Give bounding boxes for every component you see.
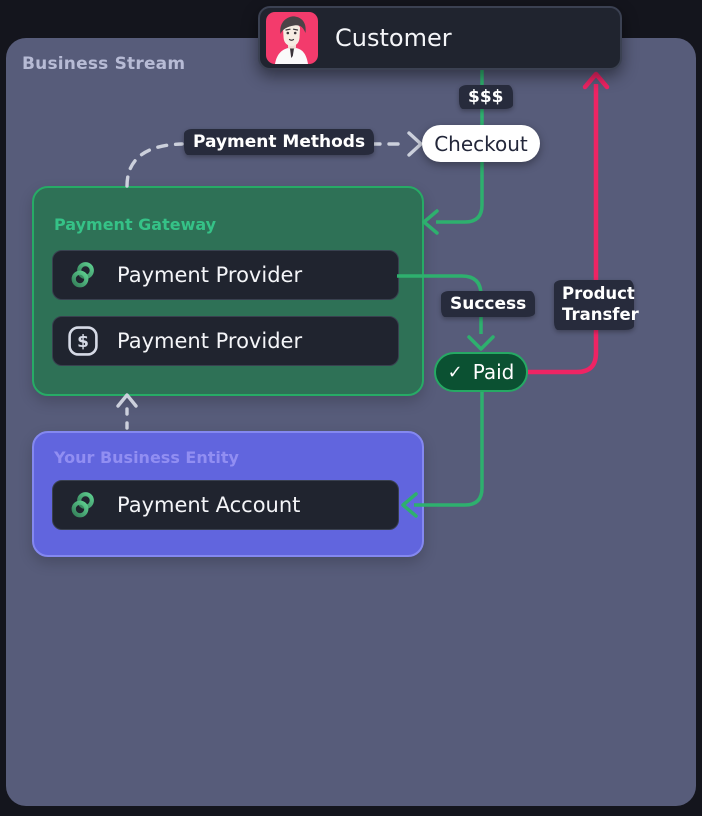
success-label: Success bbox=[441, 291, 536, 317]
panel-title: Business Stream bbox=[22, 54, 186, 74]
check-icon: ✓ bbox=[447, 361, 463, 383]
payment-provider-node: $ Payment Provider bbox=[52, 316, 399, 366]
payment-gateway-title: Payment Gateway bbox=[54, 215, 217, 234]
paid-label: Paid bbox=[472, 360, 515, 384]
payment-provider-label: Payment Provider bbox=[117, 263, 303, 287]
dollar-icon: $ bbox=[66, 324, 100, 358]
payment-provider-node: Payment Provider bbox=[52, 250, 399, 300]
paid-node: ✓ Paid bbox=[434, 352, 528, 392]
payment-methods-label: Payment Methods bbox=[184, 129, 375, 155]
payment-gateway-group: Payment Gateway Payment Provider bbox=[32, 186, 424, 396]
customer-node: Customer bbox=[258, 6, 622, 70]
payment-provider-label: Payment Provider bbox=[117, 329, 303, 353]
customer-label: Customer bbox=[335, 24, 452, 52]
business-entity-title: Your Business Entity bbox=[54, 448, 239, 467]
money-label: $$$ bbox=[459, 85, 513, 109]
payment-provider-logo-icon bbox=[66, 258, 100, 292]
product-transfer-label: Product Transfer bbox=[554, 280, 639, 330]
customer-avatar bbox=[266, 12, 318, 64]
business-entity-group: Your Business Entity Payment Account bbox=[32, 431, 424, 557]
payment-account-label: Payment Account bbox=[117, 493, 301, 517]
svg-text:$: $ bbox=[77, 332, 89, 352]
payment-provider-logo-icon bbox=[66, 488, 100, 522]
payment-account-node: Payment Account bbox=[52, 480, 399, 530]
checkout-node: Checkout bbox=[422, 125, 540, 162]
